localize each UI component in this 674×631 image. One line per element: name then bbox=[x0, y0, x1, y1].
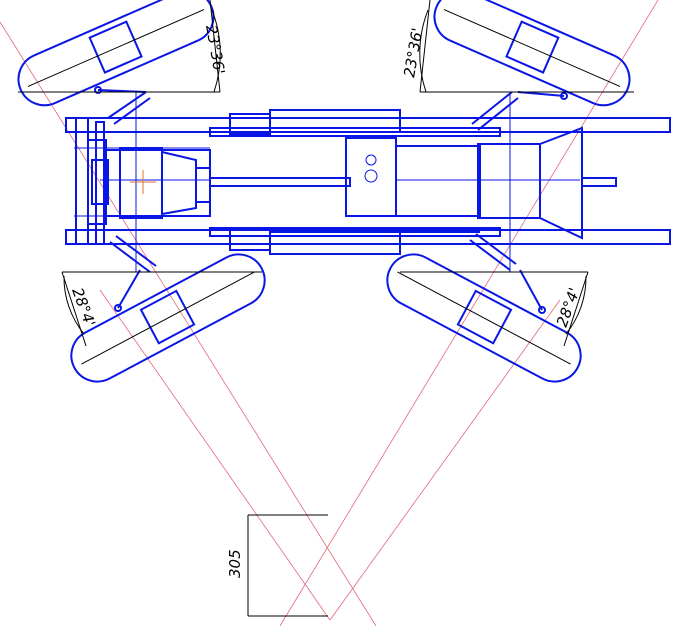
center-mark bbox=[130, 170, 156, 194]
wheel-front-left bbox=[17, 0, 215, 107]
angle-marks-rear-left bbox=[61, 271, 262, 347]
detail-lines bbox=[74, 92, 580, 272]
chassis-frame bbox=[65, 109, 671, 255]
angle-label-rear-right: 28°4' bbox=[553, 285, 584, 329]
angle-marks-front-right bbox=[419, 0, 634, 93]
angle-label-rear-left: 28°4' bbox=[68, 285, 99, 329]
wheel-rear-left bbox=[70, 253, 266, 383]
construction-line-rear-left bbox=[99, 289, 331, 621]
knuckle-rear-right bbox=[469, 233, 546, 314]
turning-offset-label: 305 bbox=[226, 549, 244, 578]
construction-line-front-right bbox=[279, 0, 659, 627]
construction-line-front-left bbox=[0, 21, 377, 627]
knuckle-front-right bbox=[471, 91, 568, 131]
wheel-rear-right bbox=[386, 253, 582, 383]
knuckle-front-left bbox=[94, 86, 151, 125]
construction-line-rear-right bbox=[329, 299, 561, 621]
angle-marks-front-left bbox=[18, 0, 221, 93]
knuckle-rear-left bbox=[109, 235, 157, 312]
angle-marks-rear-right bbox=[400, 271, 589, 347]
angle-label-front-left: 23°36' bbox=[202, 24, 228, 76]
wheel-front-right bbox=[433, 0, 631, 107]
turning-offset-dimension bbox=[247, 514, 328, 617]
